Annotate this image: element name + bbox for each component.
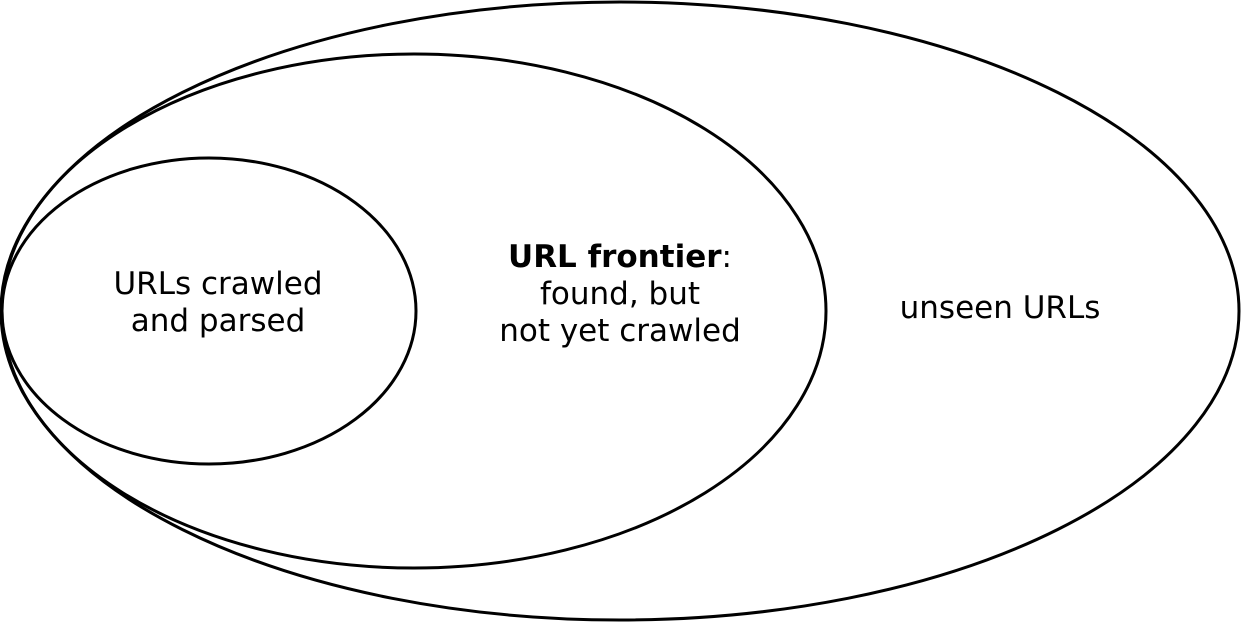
unseen-urls-text: unseen URLs [899,290,1101,326]
url-frontier-label: URL frontier: found, but not yet crawled [470,239,770,350]
url-frontier-line-3: not yet crawled [499,313,741,349]
crawled-urls-label: URLs crawled and parsed [78,266,358,340]
url-frontier-title: URL frontier [508,239,722,275]
url-frontier-line-2: found, but [539,276,701,312]
crawled-urls-ellipse [0,156,418,466]
url-frontier-title-line: URL frontier: [470,239,770,276]
crawled-urls-line-1: URLs crawled [113,266,323,302]
unseen-urls-label: unseen URLs [850,290,1150,327]
url-frontier-title-suffix: : [721,239,732,275]
crawled-urls-line-2: and parsed [130,303,306,339]
